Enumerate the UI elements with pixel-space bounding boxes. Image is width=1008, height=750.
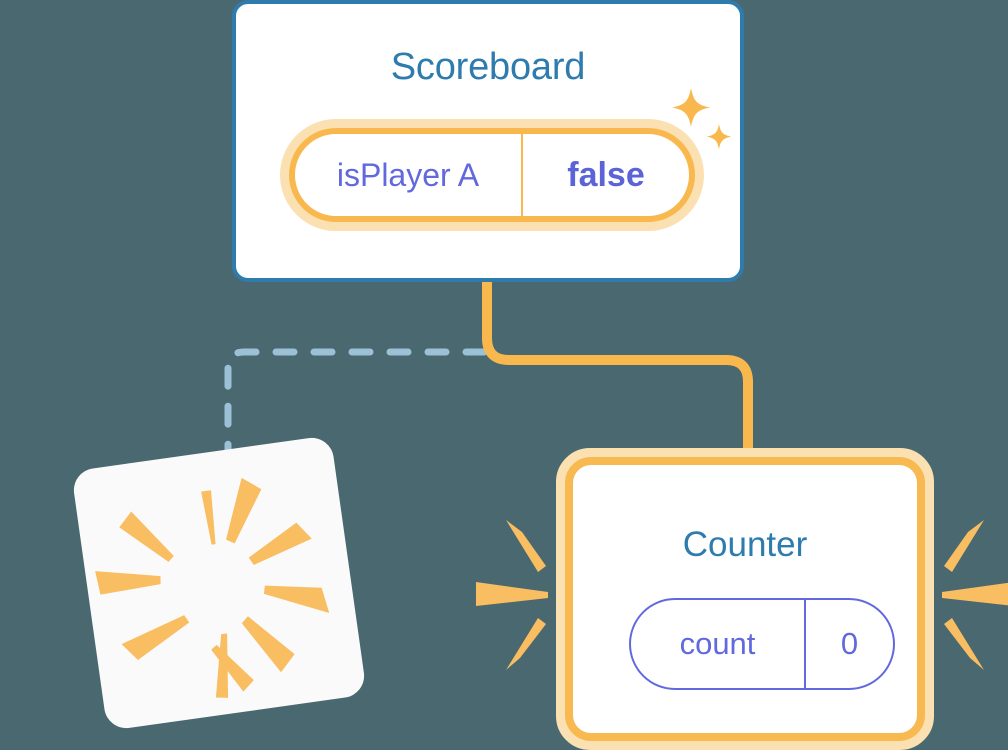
counter-burst-left — [476, 520, 548, 670]
counter-title: Counter — [682, 525, 808, 564]
ray-icon — [119, 511, 174, 562]
ray-icon — [506, 618, 546, 670]
counter-card[interactable]: Counter count 0 — [556, 448, 934, 750]
ray-icon — [95, 571, 161, 595]
ray-icon — [211, 644, 254, 692]
blank-card[interactable] — [71, 435, 367, 731]
counter-state-value: 0 — [840, 626, 859, 661]
ray-icon — [248, 522, 312, 565]
counter-burst-right — [942, 520, 1008, 670]
ray-icon — [121, 615, 190, 661]
counter-state-pill[interactable]: count 0 — [629, 598, 895, 690]
ray-icon — [944, 520, 984, 572]
ray-icon — [506, 520, 546, 572]
scoreboard-state-key: isPlayer A — [295, 134, 523, 216]
scoreboard-state-pill[interactable]: isPlayer A false — [280, 119, 704, 231]
scoreboard-title: Scoreboard — [390, 46, 586, 88]
ray-icon — [241, 616, 295, 673]
ray-icon — [944, 618, 984, 670]
connector-solid-path — [482, 275, 753, 475]
counter-state-key: count — [631, 600, 806, 688]
ray-icon — [263, 585, 330, 613]
ray-icon — [942, 582, 1008, 606]
scoreboard-pill-body: isPlayer A false — [289, 128, 695, 222]
ray-icon — [476, 582, 548, 606]
ray-icon — [226, 477, 262, 544]
sparkle-group — [672, 88, 732, 150]
scoreboard-card[interactable]: Scoreboard isPlayer A false — [232, 0, 744, 282]
blank-card-burst-rays — [95, 477, 330, 698]
scoreboard-state-value: false — [567, 155, 645, 194]
sparkle-large-icon — [672, 88, 710, 127]
ray-icon — [201, 490, 216, 545]
ray-icon — [215, 633, 229, 698]
counter-card-body: Counter count 0 — [565, 457, 925, 741]
sparkle-small-icon — [706, 124, 732, 150]
